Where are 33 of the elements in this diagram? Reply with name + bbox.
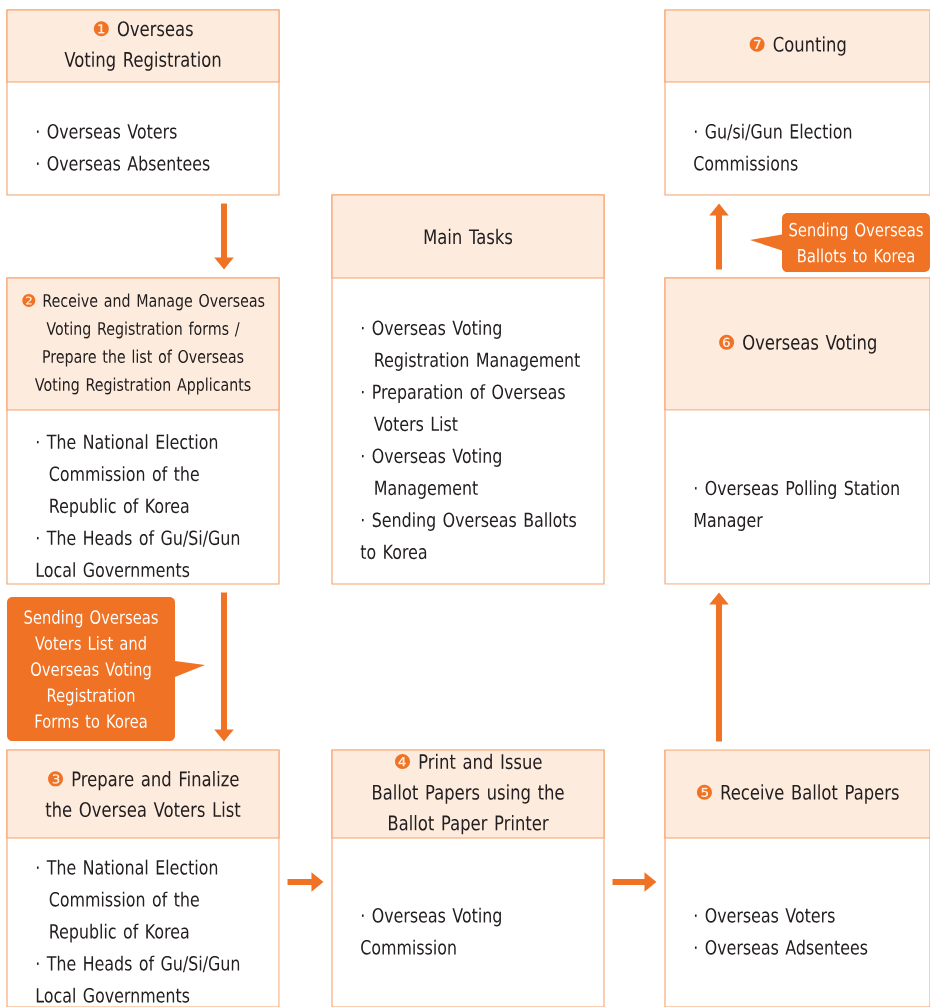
bullet-item: · Overseas Voting Commission [361, 907, 501, 955]
callout: Sending Overseas Ballots to Korea [750, 213, 930, 272]
bullet-item: · Overseas Adsentees [694, 939, 868, 955]
bullet-item: · Overseas Voters [36, 124, 177, 139]
card-heading: ❼ Counting [749, 36, 846, 56]
card-heading: ❷ Receive and Manage Overseas Voting Registration forms / Prepare the list of Overseas Voting Registration Applicants [22, 293, 265, 395]
bullet-item: · Gu/si/Gun Election Commissions [694, 123, 852, 171]
callout: Sending Overseas Voters List and Overseas Voting Registration Forms to Korea [7, 597, 205, 741]
bullet-item: · The Heads of Gu/Si/Gun Local Governments [36, 955, 240, 1003]
bullet-item: · The National Election Commission of the Republic of Korea [36, 434, 218, 517]
bullet-item: · Overseas Voters [694, 908, 835, 923]
process-card [6, 749, 280, 1007]
process-card [664, 9, 930, 196]
bullet-item: · The National Election Commission of the Republic of Korea [36, 859, 218, 943]
card-heading: ❸ Prepare and Finalize the Oversea Voters List [45, 770, 241, 818]
card-heading: ❶ Overseas Voting Registration [64, 21, 221, 71]
card-heading: ❹ Print and Issue Ballot Papers using the Ballot Paper Printer [373, 753, 564, 835]
card-heading: ❺ Receive Ballot Papers [697, 784, 899, 804]
bullet-item: · Overseas Absentees [36, 155, 210, 171]
process-card [664, 749, 930, 1007]
process-card [331, 749, 605, 1007]
card-heading: Main Tasks [424, 228, 513, 245]
process-card [6, 9, 280, 196]
bullet-item: · Overseas Voting Management [361, 448, 501, 499]
bullet-item: · Overseas Polling Station Manager [694, 480, 899, 531]
bullet-item: · Preparation of Overseas Voters List [361, 384, 565, 432]
process-card [6, 277, 280, 585]
bullet-item: · Overseas Voting Registration Management [361, 320, 580, 371]
card-heading: ❻ Overseas Voting [719, 334, 876, 354]
bullet-item: · The Heads of Gu/Si/Gun Local Governments [36, 530, 240, 578]
process-card [331, 194, 605, 585]
process-card [664, 277, 930, 585]
bullet-item: · Sending Overseas Ballots to Korea [360, 512, 576, 560]
